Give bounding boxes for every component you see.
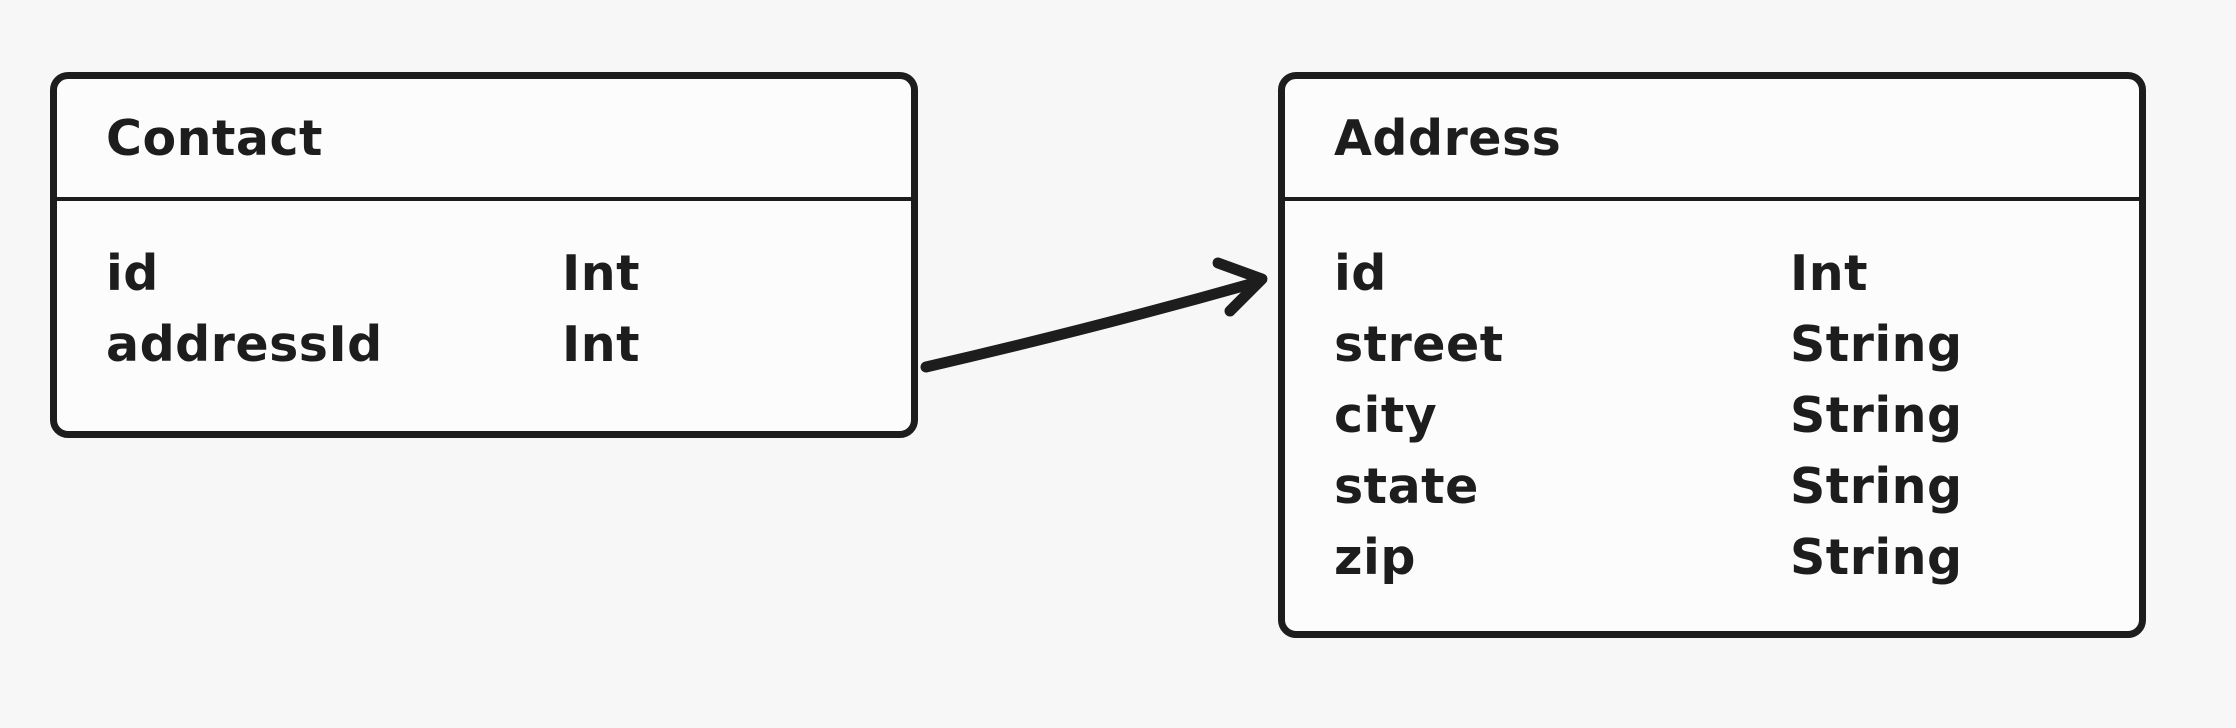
field-name: state bbox=[1334, 458, 1479, 515]
entity-field-list: id Int street String city String state S… bbox=[1285, 201, 2139, 593]
field-type: Int bbox=[562, 316, 641, 373]
field-type: Int bbox=[562, 245, 641, 302]
entity-title-contact: Contact bbox=[106, 109, 323, 167]
field-name: zip bbox=[1334, 529, 1416, 586]
field-row: addressId Int bbox=[106, 309, 911, 380]
field-type: String bbox=[1790, 458, 1963, 515]
field-name: id bbox=[106, 245, 159, 302]
field-row: city String bbox=[1334, 380, 2139, 451]
entity-box-contact[interactable]: Contact id Int addressId Int bbox=[50, 72, 918, 438]
field-name: city bbox=[1334, 387, 1438, 444]
field-type: String bbox=[1790, 316, 1963, 373]
field-row: state String bbox=[1334, 451, 2139, 522]
field-name: street bbox=[1334, 316, 1504, 373]
field-type: String bbox=[1790, 529, 1963, 586]
entity-title-address: Address bbox=[1334, 109, 1562, 167]
arrowhead-icon bbox=[1212, 257, 1268, 317]
entity-box-address[interactable]: Address id Int street String city String… bbox=[1278, 72, 2146, 638]
field-row: street String bbox=[1334, 309, 2139, 380]
field-row: id Int bbox=[1334, 238, 2139, 309]
arrow-line-icon bbox=[920, 277, 1260, 373]
field-type: String bbox=[1790, 387, 1963, 444]
entity-header: Address bbox=[1285, 79, 2139, 201]
field-row: zip String bbox=[1334, 522, 2139, 593]
field-row: id Int bbox=[106, 238, 911, 309]
field-name: id bbox=[1334, 245, 1387, 302]
field-type: Int bbox=[1790, 245, 1869, 302]
entity-field-list: id Int addressId Int bbox=[57, 201, 911, 380]
entity-header: Contact bbox=[57, 79, 911, 201]
field-name: addressId bbox=[106, 316, 383, 373]
